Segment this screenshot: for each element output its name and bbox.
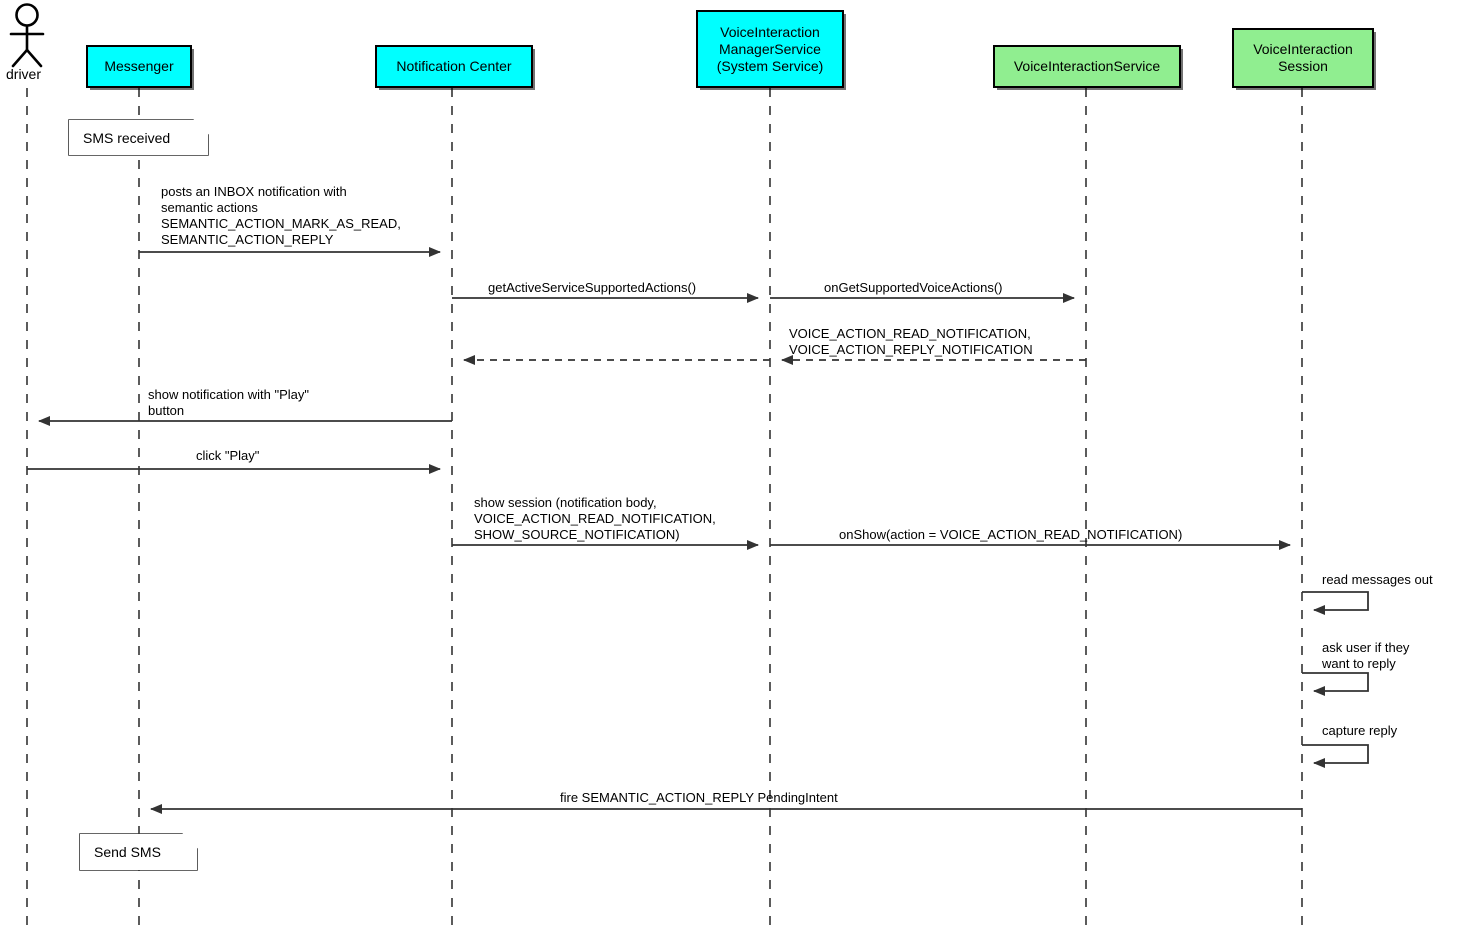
label-self-read-messages-out: read messages out [1322, 572, 1433, 587]
label-msg-post-inbox-notification: posts an INBOX notification with semanti… [161, 184, 401, 247]
label-msg-show-session: show session (notification body, VOICE_A… [474, 495, 716, 542]
label-msg-return-voice-actions: VOICE_ACTION_READ_NOTIFICATION, VOICE_AC… [789, 326, 1033, 357]
label-self-capture-reply: capture reply [1322, 723, 1398, 738]
arrow-self-read-messages-out [1302, 591, 1369, 615]
note-sms-received: SMS received [69, 120, 208, 155]
arrow-self-ask-user-reply [1302, 672, 1369, 696]
participant-box-vims[interactable]: VoiceInteraction ManagerService (System … [696, 10, 844, 88]
participant-label-messenger: Messenger [104, 58, 174, 74]
participant-box-voice-interaction-service[interactable]: VoiceInteractionService [993, 45, 1181, 88]
note-send-sms-text: Send SMS [94, 844, 161, 860]
lifelines [26, 88, 1303, 929]
label-self-ask-user-reply: ask user if they want to reply [1322, 640, 1410, 671]
note-send-sms: Send SMS [80, 834, 197, 870]
note-sms-received-text: SMS received [83, 129, 171, 146]
label-msg-get-active-service-supported-actions: getActiveServiceSupportedActions() [488, 280, 697, 295]
label-msg-fire-semantic-action-reply: fire SEMANTIC_ACTION_REPLY PendingIntent [560, 790, 838, 805]
stick-figure-actor-icon [9, 3, 45, 68]
participant-box-voice-interaction-session[interactable]: VoiceInteraction Session [1232, 28, 1374, 88]
label-msg-on-show: onShow(action = VOICE_ACTION_READ_NOTIFI… [839, 527, 1183, 542]
label-msg-click-play: click "Play" [196, 448, 260, 463]
label-msg-on-get-supported-voice-actions: onGetSupportedVoiceActions() [824, 280, 1003, 295]
participant-label-vims: VoiceInteraction ManagerService (System … [716, 23, 824, 74]
arrow-self-capture-reply [1302, 744, 1369, 768]
participant-label-voice-interaction-session: VoiceInteraction Session [1253, 41, 1353, 74]
participant-box-notification-center[interactable]: Notification Center [375, 45, 533, 88]
label-msg-show-notification-play: show notification with "Play" button [148, 387, 309, 418]
participant-label-notification-center: Notification Center [396, 58, 512, 74]
participant-box-messenger[interactable]: Messenger [86, 45, 192, 88]
actor-label-driver: driver [6, 66, 42, 82]
participant-label-voice-interaction-service: VoiceInteractionService [1013, 58, 1161, 74]
